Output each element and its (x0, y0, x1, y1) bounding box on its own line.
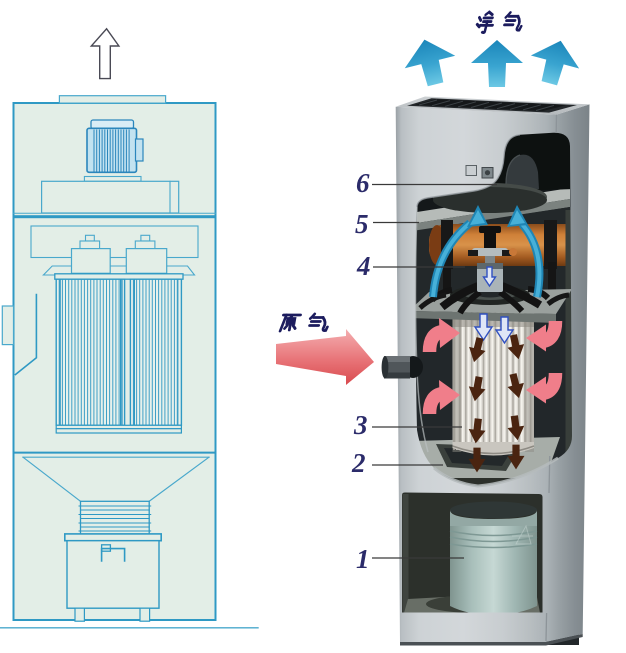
svg-text:5: 5 (355, 209, 369, 239)
svg-text:3: 3 (353, 410, 368, 440)
svg-text:1: 1 (356, 544, 370, 574)
svg-text:6: 6 (356, 168, 370, 198)
svg-text:4: 4 (356, 251, 371, 281)
svg-text:2: 2 (351, 448, 366, 478)
